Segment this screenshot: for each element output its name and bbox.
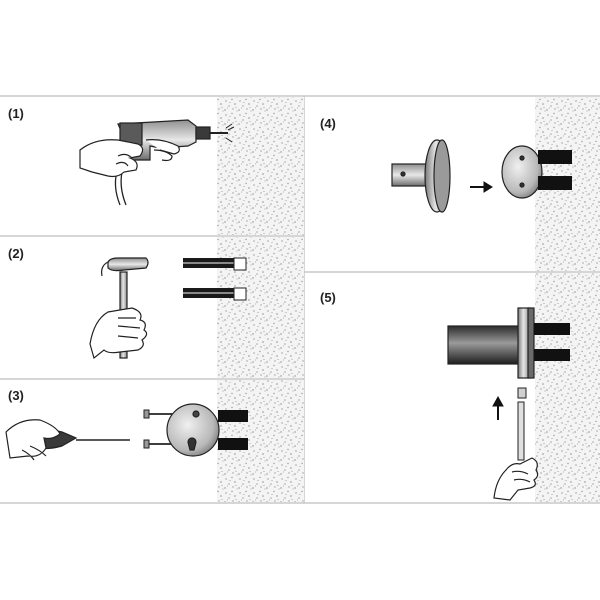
step-4-label: (4) <box>320 116 336 131</box>
step-4-panel: (4) <box>320 97 600 271</box>
arrow-right-icon <box>470 181 493 193</box>
step-3-panel: (3) <box>5 380 304 502</box>
wall-plug-icon <box>183 287 247 301</box>
wall-plug-icon <box>183 257 247 271</box>
step-2-panel: (2) <box>8 237 304 378</box>
wall-plug-icon <box>218 410 248 422</box>
holder-bar-icon <box>447 307 535 379</box>
mounting-plate-icon <box>166 403 220 457</box>
holder-bar-icon <box>391 139 451 213</box>
wall-plug-icon <box>534 349 570 361</box>
wall-plug-icon <box>538 150 572 164</box>
step-2-label: (2) <box>8 246 24 261</box>
allen-key-icon <box>517 401 525 461</box>
mounting-plate-icon <box>501 145 543 199</box>
hand-icon <box>79 139 180 178</box>
arrow-up-icon <box>492 395 504 420</box>
wall-texture <box>217 97 304 235</box>
wall-plug-icon <box>534 323 570 335</box>
grub-screw-icon <box>517 387 527 399</box>
hand-icon <box>493 457 539 501</box>
wall-plug-icon <box>538 176 572 190</box>
hand-icon <box>5 419 61 461</box>
wall-texture <box>535 273 600 502</box>
hand-icon <box>89 307 148 360</box>
step-1-panel: (1) <box>8 97 304 235</box>
step-3-label: (3) <box>8 388 24 403</box>
step-5-label: (5) <box>320 290 336 305</box>
step-5-panel: (5) <box>320 273 600 502</box>
step-1-label: (1) <box>8 106 24 121</box>
wall-plug-icon <box>218 438 248 450</box>
